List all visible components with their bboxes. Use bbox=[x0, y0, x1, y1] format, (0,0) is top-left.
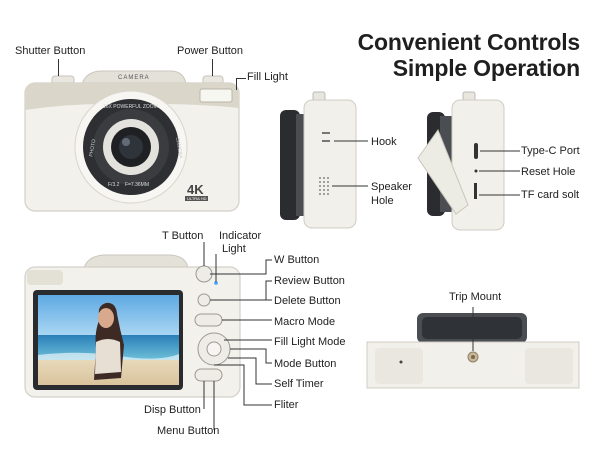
label-review-button: Review Button bbox=[274, 275, 345, 287]
label-fill-light: Fill Light bbox=[247, 71, 288, 83]
label-t-button: T Button bbox=[162, 230, 204, 242]
label-speaker-hole-2: Hole bbox=[371, 195, 394, 207]
badge-4k: 4K bbox=[187, 182, 204, 197]
front-top-label: CAMERA bbox=[118, 75, 150, 81]
label-speaker-hole-1: Speaker bbox=[371, 181, 412, 193]
label-w-button: W Button bbox=[274, 254, 320, 266]
label-indicator-light-2: Light bbox=[222, 243, 246, 255]
label-hook: Hook bbox=[371, 136, 397, 148]
lens-bottom-text: F/3.2 F=7.36MM bbox=[108, 182, 149, 188]
label-reset-hole: Reset Hole bbox=[521, 166, 576, 178]
label-disp-button: Disp Button bbox=[144, 404, 201, 416]
headline-line-2: Simple Operation bbox=[392, 55, 580, 81]
leader-shutter bbox=[58, 59, 59, 76]
leader-fill-light-v bbox=[236, 78, 237, 90]
leader-fill-light-h bbox=[236, 78, 246, 79]
label-macro-mode: Macro Mode bbox=[274, 316, 336, 328]
label-self-timer: Self Timer bbox=[274, 378, 324, 390]
label-power-button: Power Button bbox=[177, 45, 244, 57]
label-menu-button: Menu Button bbox=[157, 425, 220, 437]
label-shutter-button: Shutter Button bbox=[15, 45, 86, 57]
leader-power bbox=[212, 59, 213, 76]
label-typec-port: Type-C Port bbox=[521, 145, 580, 157]
badge-4k-sub: ULTRA HD bbox=[185, 196, 209, 201]
label-fill-light-mode: Fill Light Mode bbox=[274, 336, 346, 348]
label-tf-card-slot: TF card solt bbox=[521, 189, 580, 201]
label-filter: Fliter bbox=[274, 399, 299, 411]
label-indicator-light-1: Indicator bbox=[219, 230, 262, 242]
headline-line-1: Convenient Controls bbox=[357, 29, 581, 55]
lens-ring-text: 16X POWERFUL ZOOM bbox=[103, 104, 158, 110]
label-mode-button: Mode Button bbox=[274, 358, 337, 370]
label-trip-mount: Trip Mount bbox=[449, 291, 502, 303]
label-delete-button: Delete Button bbox=[274, 295, 341, 307]
